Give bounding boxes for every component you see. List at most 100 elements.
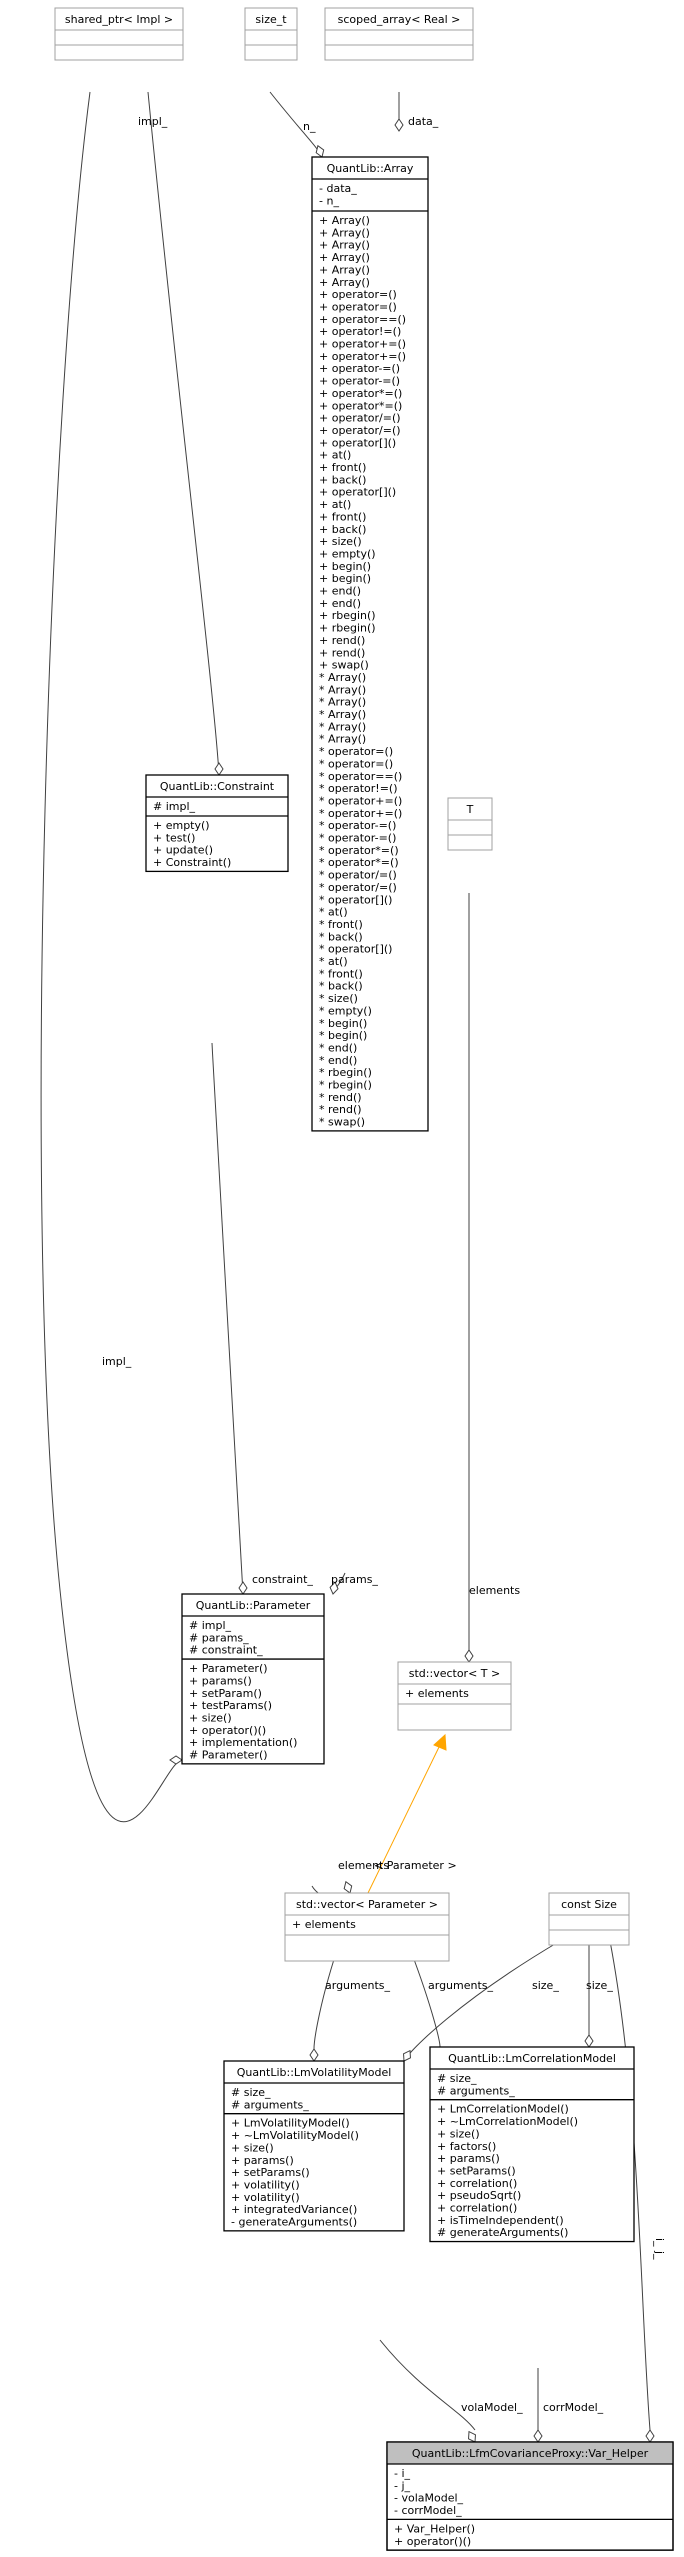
class-method: + params(): [231, 2154, 294, 2167]
class-title: shared_ptr< Impl >: [65, 13, 173, 26]
class-box: [429, 2046, 635, 2243]
class-node-const-size[interactable]: const Size: [548, 1892, 630, 1946]
class-method: + begin(): [319, 560, 371, 573]
class-attribute: # impl_: [153, 800, 196, 813]
class-attribute: - j_: [394, 2479, 411, 2492]
class-node-size-t[interactable]: size_t: [244, 7, 298, 61]
class-method: + Array(): [319, 276, 370, 289]
class-method: + front(): [319, 461, 366, 474]
class-method: * begin(): [319, 1017, 367, 1030]
class-node-constraint[interactable]: QuantLib::Constraint# impl_+ empty()+ te…: [145, 774, 289, 873]
class-method: + update(): [153, 844, 213, 857]
class-title: size_t: [255, 13, 287, 26]
class-node-array[interactable]: QuantLib::Array- data_- n_+ Array()+ Arr…: [311, 156, 429, 1132]
edge-impl-constraint: [147, 91, 220, 776]
class-method: + at(): [319, 449, 351, 462]
class-node-vector-t[interactable]: std::vector< T >+ elements: [397, 1661, 512, 1731]
edge-label-arguments-vol: arguments_: [325, 1979, 391, 1992]
class-method: + size(): [319, 535, 362, 548]
class-method: * rend(): [319, 1091, 362, 1104]
class-method: + Parameter(): [189, 1662, 268, 1675]
class-method: + volatility(): [231, 2178, 300, 2191]
class-method: + empty(): [319, 547, 376, 560]
class-node-lm-correlation[interactable]: QuantLib::LmCorrelationModel# size_# arg…: [429, 2046, 635, 2243]
class-box: [548, 1892, 630, 1946]
class-method: * operator!=(): [319, 782, 398, 795]
class-attribute: # size_: [437, 2072, 477, 2085]
composition-diamond: [309, 2048, 319, 2062]
class-method: + params(): [437, 2152, 500, 2165]
class-title: QuantLib::LfmCovarianceProxy::Var_Helper: [412, 2447, 649, 2460]
class-box: [223, 2060, 405, 2232]
composition-diamond: [464, 1649, 474, 1663]
class-method: + implementation(): [189, 1736, 297, 1749]
class-attribute: # impl_: [189, 1619, 232, 1632]
class-method: + setParams(): [231, 2166, 310, 2179]
class-method: * Array(): [319, 733, 366, 746]
class-node-var-helper[interactable]: QuantLib::LfmCovarianceProxy::Var_Helper…: [386, 2441, 674, 2551]
composition-diamond: [315, 144, 325, 158]
class-method: + volatility(): [231, 2191, 300, 2204]
class-method: + rend(): [319, 634, 365, 647]
class-method: * rbegin(): [319, 1079, 372, 1092]
class-method: * Array(): [319, 671, 366, 684]
edge-labels-layer: impl_impl_n_data_constraint_params_eleme…: [102, 115, 666, 2414]
class-method: * back(): [319, 930, 363, 943]
class-title: T: [466, 803, 474, 816]
class-method: + at(): [319, 498, 351, 511]
class-node-parameter[interactable]: QuantLib::Parameter# impl_# params_# con…: [181, 1593, 325, 1765]
composition-diamond: [533, 2429, 543, 2443]
edge-label-params-: params_: [331, 1573, 378, 1586]
class-attribute: + elements: [405, 1687, 469, 1700]
class-method: + size(): [231, 2141, 274, 2154]
class-method: + operator()(): [394, 2535, 471, 2548]
composition-diamond: [584, 2034, 594, 2048]
class-method: + operator/=(): [319, 424, 401, 437]
class-method: + setParams(): [437, 2164, 516, 2177]
class-node-vector-parameter[interactable]: std::vector< Parameter >+ elements: [284, 1892, 450, 1962]
class-method: + operator+=(): [319, 338, 406, 351]
class-method: * operator==(): [319, 770, 402, 783]
class-node-t-param[interactable]: T: [447, 797, 493, 851]
class-method: + operator/=(): [319, 412, 401, 425]
class-attribute: + elements: [292, 1918, 356, 1931]
class-attribute: - data_: [319, 182, 357, 195]
class-method: + LmVolatilityModel(): [231, 2117, 350, 2130]
edge-label-j-: j_: [653, 2250, 666, 2260]
class-attribute: - n_: [319, 194, 339, 207]
class-title-highlight: [387, 2442, 673, 2464]
nodes-layer: shared_ptr< Impl > size_t scoped_array< Re…: [54, 7, 674, 2551]
class-method: * Array(): [319, 708, 366, 721]
edge-label-size-corr: size_: [586, 1979, 613, 1992]
edge-volamodel-var-helper: [379, 2339, 476, 2431]
class-box: [284, 1892, 450, 1962]
class-node-lm-volatility[interactable]: QuantLib::LmVolatilityModel# size_# argu…: [223, 2060, 405, 2232]
class-method: + integratedVariance(): [231, 2203, 357, 2216]
class-method: + size(): [437, 2127, 480, 2140]
class-method: + test(): [153, 831, 195, 844]
edge-label-volaModel-: volaModel_: [461, 2401, 523, 2414]
class-box: [397, 1661, 512, 1731]
class-method: * Array(): [319, 720, 366, 733]
class-method: + Array(): [319, 251, 370, 264]
edge-label-i-: i_: [653, 2238, 666, 2247]
class-method: * end(): [319, 1041, 357, 1054]
class-method: * front(): [319, 918, 363, 931]
class-box: [54, 7, 184, 61]
class-method: + operator[](): [319, 436, 396, 449]
edge-label-impl-top: impl_: [138, 115, 168, 128]
class-method: + rbegin(): [319, 609, 376, 622]
class-box: [447, 797, 493, 851]
class-method: + Array(): [319, 214, 370, 227]
class-method: + params(): [189, 1674, 252, 1687]
class-node-scoped-array[interactable]: scoped_array< Real >: [324, 7, 474, 61]
class-method: + back(): [319, 523, 366, 536]
class-method: + testParams(): [189, 1699, 272, 1712]
class-method: * at(): [319, 955, 348, 968]
class-title: QuantLib::LmCorrelationModel: [448, 2052, 616, 2065]
class-method: * Array(): [319, 696, 366, 709]
class-method: - generateArguments(): [231, 2216, 357, 2229]
class-method: + ~LmCorrelationModel(): [437, 2115, 578, 2128]
class-node-shared-ptr-impl[interactable]: shared_ptr< Impl >: [54, 7, 184, 61]
